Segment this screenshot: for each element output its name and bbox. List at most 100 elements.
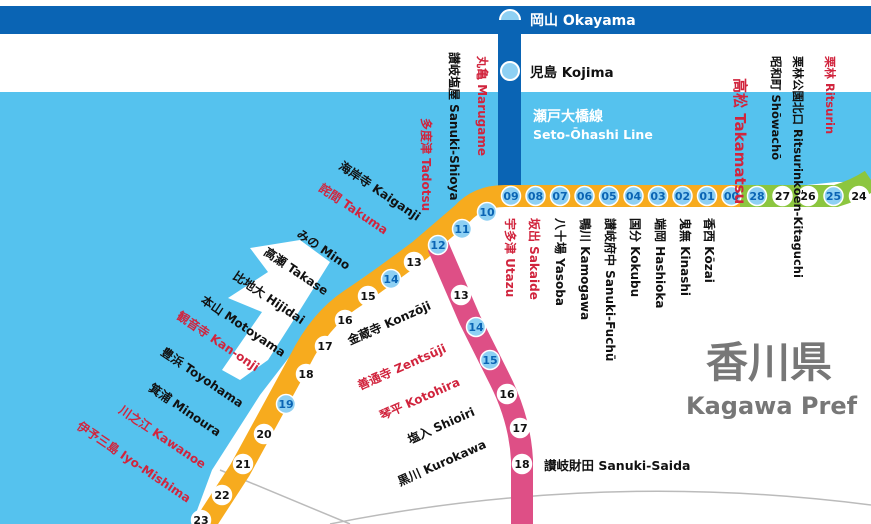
station-number-diagonal-16: 16	[337, 314, 353, 327]
sea-area	[0, 92, 871, 524]
kojima-station-circle	[500, 61, 520, 81]
station-number-kotoku-28: 28	[749, 190, 764, 203]
north-station-label-3: 栗林 Ritsurin	[823, 55, 837, 134]
station-number-dosan-17-circle	[509, 417, 531, 439]
dosan-station-label-4: 塩入 Shioiri	[405, 404, 477, 447]
station-number-diagonal-17-circle	[314, 335, 336, 357]
prefecture-name-en: Kagawa Pref	[686, 392, 858, 420]
okayama-label: 岡山 Okayama	[530, 13, 636, 29]
station-number-diagonal-22: 22	[214, 489, 229, 502]
station-number-kotoku-26: 26	[800, 190, 816, 203]
station-label-3: 八十場 Yasoba	[553, 217, 568, 306]
seto-ohashi-line-name-ja: 瀬戸大橋線	[533, 108, 603, 125]
station-number-diagonal-12: 12	[430, 239, 445, 252]
station-number-dosan-18: 18	[514, 458, 529, 471]
station-number-dosan-14-circle	[465, 316, 487, 338]
station-label-1: 宇多津 Utazu	[503, 218, 518, 297]
takamatsu-label: 高松 Takamatsu	[731, 78, 749, 204]
station-label-2: 坂出 Sakaide	[527, 218, 542, 300]
station-number-yosan-08-circle	[525, 185, 546, 207]
station-number-yosan-05: 05	[601, 190, 616, 203]
station-number-diagonal-23-circle	[190, 509, 212, 524]
station-number-diagonal-10: 10	[479, 206, 495, 219]
station-number-yosan-05-circle	[598, 185, 620, 207]
station-number-yosan-00: 00	[724, 190, 740, 203]
station-label-5: 讃岐府中 Sanuki-Fuchū	[603, 218, 618, 361]
station-number-kotoku-25: 25	[826, 190, 841, 203]
station-number-yosan-04: 04	[626, 190, 642, 203]
station-number-diagonal-20-circle	[253, 423, 275, 445]
yosan-station-numbers: 09 08 07 06 05 04 03 02 01 00	[500, 185, 742, 207]
station-number-kotoku-26-circle	[797, 185, 819, 207]
seto-ohashi-line-track	[498, 20, 521, 202]
station-label-7: 端岡 Hashioka	[653, 218, 668, 308]
station-number-diagonal-22-circle	[211, 484, 233, 506]
station-number-yosan-04-circle	[623, 185, 644, 207]
station-number-diagonal-11-circle	[451, 218, 473, 240]
yosan-line-track	[195, 185, 740, 524]
station-number-diagonal-14-circle	[380, 268, 402, 290]
seto-ohashi-line-name-en: Seto-Ōhashi Line	[533, 127, 653, 142]
top-bar	[0, 6, 871, 34]
station-number-kotoku-28-circle	[746, 185, 768, 207]
station-number-yosan-06-circle	[574, 185, 595, 207]
station-number-diagonal-10-circle	[476, 201, 498, 223]
station-number-yosan-01-circle	[696, 185, 718, 207]
station-number-diagonal-20: 20	[256, 428, 272, 441]
upper-station-label-2: 讃岐塩屋 Sanuki-Shioya	[447, 52, 462, 201]
station-number-dosan-18-circle	[511, 453, 533, 475]
upper-station-label-3: 多度津 Tadotsu	[419, 118, 434, 211]
station-number-kotoku-27-circle	[772, 185, 793, 207]
station-number-diagonal-15: 15	[360, 290, 375, 303]
station-number-diagonal-13-circle	[403, 251, 425, 273]
station-number-diagonal-14: 14	[383, 273, 399, 286]
station-number-dosan-15: 15	[482, 354, 497, 367]
station-number-dosan-16-circle	[496, 383, 518, 405]
station-number-yosan-03: 03	[650, 190, 665, 203]
station-number-diagonal-16-circle	[334, 309, 356, 331]
station-number-yosan-07: 07	[552, 190, 567, 203]
station-number-dosan-15-circle	[479, 349, 501, 371]
north-station-label-1: 昭和町 Shōwachō	[769, 56, 783, 160]
station-number-diagonal-12-circle	[427, 234, 449, 256]
sanuki-saida-label: 讃岐財田 Sanuki-Saida	[544, 458, 690, 473]
kotoku-station-numbers: 28 27 26 25 24	[746, 185, 870, 207]
station-number-dosan-13: 13	[453, 289, 468, 302]
station-number-diagonal-11: 11	[454, 223, 469, 236]
station-number-kotoku-24-circle	[848, 185, 870, 207]
prefecture-name-ja: 香川県	[706, 338, 832, 387]
station-number-kotoku-25-circle	[823, 185, 844, 207]
station-number-yosan-00-circle	[721, 185, 742, 207]
station-number-yosan-01: 01	[699, 190, 714, 203]
station-number-diagonal-13: 13	[406, 256, 421, 269]
station-number-yosan-06: 06	[577, 190, 593, 203]
station-number-dosan-14: 14	[468, 321, 484, 334]
station-label-9: 香西 Kōzai	[702, 217, 717, 283]
station-number-kotoku-27: 27	[775, 190, 790, 203]
kojima-label: 児島 Kojima	[529, 64, 614, 81]
station-number-diagonal-21: 21	[235, 458, 250, 471]
station-number-diagonal-18-circle	[295, 363, 317, 385]
station-number-dosan-17: 17	[512, 422, 527, 435]
station-number-yosan-08: 08	[528, 190, 543, 203]
upper-station-labels: 丸亀 Marugame 讃岐塩屋 Sanuki-Shioya 多度津 Tadotsu	[419, 52, 490, 211]
station-number-diagonal-19-circle	[275, 393, 297, 415]
prefecture-border-south	[329, 490, 871, 524]
station-number-diagonal-18: 18	[298, 368, 313, 381]
station-number-diagonal-15-circle	[357, 285, 379, 307]
station-number-yosan-03-circle	[647, 185, 669, 207]
upper-station-label-1: 丸亀 Marugame	[475, 55, 490, 156]
station-number-diagonal-21-circle	[232, 453, 254, 475]
station-label-4: 鴨川 Kamogawa	[578, 218, 593, 320]
station-number-diagonal-23: 23	[193, 514, 208, 524]
station-number-yosan-02: 02	[675, 190, 690, 203]
station-number-kotoku-24: 24	[851, 190, 867, 203]
station-number-diagonal-17: 17	[317, 340, 332, 353]
station-number-yosan-09: 09	[503, 190, 518, 203]
station-number-yosan-02-circle	[672, 185, 693, 207]
